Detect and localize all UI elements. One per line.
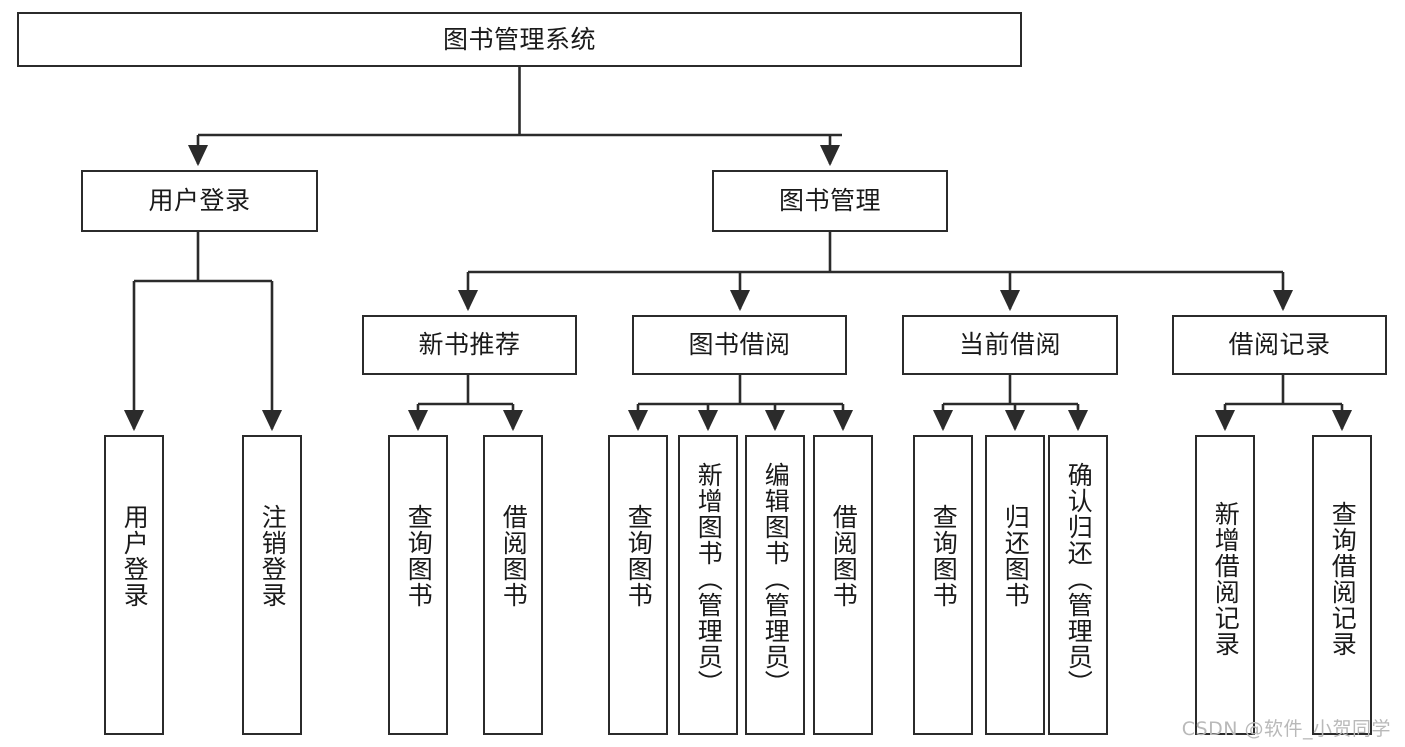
node-user-login[interactable]: 用户登录 — [81, 170, 318, 232]
leaf-book-borrow-edit[interactable]: 编辑图书（管理员） — [745, 435, 805, 735]
leaf-current-borrow-confirm[interactable]: 确认归还（管理员） — [1048, 435, 1108, 735]
node-label: 借阅记录 — [1228, 330, 1331, 360]
node-current-borrow[interactable]: 当前借阅 — [902, 315, 1118, 375]
leaf-book-borrow-query[interactable]: 查询图书 — [608, 435, 668, 735]
node-book-management[interactable]: 图书管理 — [712, 170, 948, 232]
node-label: 查询借阅记录 — [1328, 501, 1358, 657]
node-new-book-recommend[interactable]: 新书推荐 — [362, 315, 577, 375]
node-label: 新增图书（管理员） — [694, 462, 724, 696]
node-label: 图书管理 — [778, 186, 881, 216]
node-label: 新书推荐 — [418, 330, 521, 360]
node-label: 编辑图书（管理员） — [761, 462, 791, 696]
node-label: 图书管理系统 — [442, 24, 596, 54]
leaf-new-book-query[interactable]: 查询图书 — [388, 435, 448, 735]
leaf-borrow-record-query[interactable]: 查询借阅记录 — [1312, 435, 1372, 735]
node-label: 确认归还（管理员） — [1064, 462, 1094, 696]
node-label: 用户登录 — [120, 504, 150, 608]
leaf-book-borrow-lend[interactable]: 借阅图书 — [813, 435, 873, 735]
node-label: 查询图书 — [929, 504, 959, 608]
leaf-new-book-borrow[interactable]: 借阅图书 — [483, 435, 543, 735]
node-label: 注销登录 — [258, 504, 288, 608]
node-label: 图书借阅 — [688, 330, 791, 360]
node-book-borrow[interactable]: 图书借阅 — [632, 315, 847, 375]
node-label: 借阅图书 — [499, 504, 529, 608]
node-label: 查询图书 — [404, 504, 434, 608]
node-borrow-record[interactable]: 借阅记录 — [1172, 315, 1387, 375]
leaf-current-borrow-return[interactable]: 归还图书 — [985, 435, 1045, 735]
node-label: 借阅图书 — [829, 504, 859, 608]
leaf-book-borrow-add[interactable]: 新增图书（管理员） — [678, 435, 738, 735]
csdn-watermark: CSDN @软件_小贺同学 — [1181, 718, 1391, 740]
leaf-borrow-record-add[interactable]: 新增借阅记录 — [1195, 435, 1255, 735]
node-label: 查询图书 — [624, 504, 654, 608]
leaf-user-login-login[interactable]: 用户登录 — [104, 435, 164, 735]
node-root-system[interactable]: 图书管理系统 — [17, 12, 1022, 67]
node-label: 当前借阅 — [958, 330, 1061, 360]
node-label: 用户登录 — [148, 186, 251, 216]
node-label: 归还图书 — [1001, 504, 1031, 608]
leaf-user-login-logout[interactable]: 注销登录 — [242, 435, 302, 735]
node-label: 新增借阅记录 — [1211, 501, 1241, 657]
leaf-current-borrow-query[interactable]: 查询图书 — [913, 435, 973, 735]
